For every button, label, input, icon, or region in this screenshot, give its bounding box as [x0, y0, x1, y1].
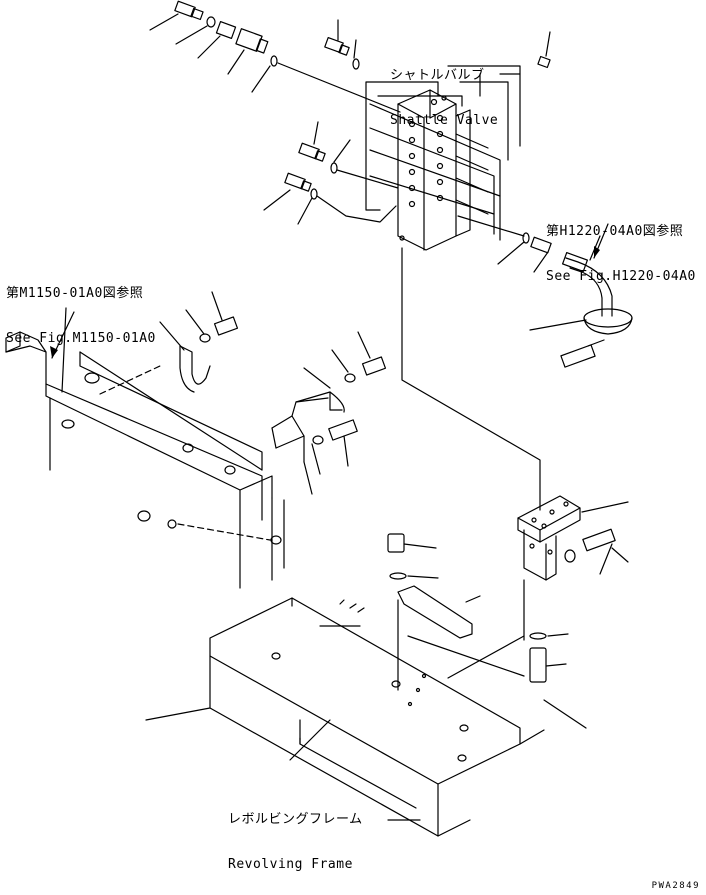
bracket-mid: [271, 331, 387, 495]
shuttle-valve-assembly: [365, 65, 521, 251]
fitting-elbow-1: [149, 0, 204, 31]
label-ref-h1220-en: See Fig.H1220-04A0: [546, 269, 696, 284]
fitting-valve-mid-left: [298, 121, 399, 189]
label-revolving-frame-jp: レボルビングフレーム: [228, 812, 363, 827]
label-ref-h1220: 第H1220-04A0図参照 See Fig.H1220-04A0: [546, 194, 696, 299]
top-fitting-group: [149, 0, 551, 113]
fitting-valve-top-left: [324, 19, 350, 56]
label-revolving-frame-en: Revolving Frame: [228, 857, 353, 872]
revolving-frame: [145, 597, 587, 837]
hose-clamp: [583, 308, 633, 328]
label-ref-h1220-jp: 第H1220-04A0図参照: [546, 224, 684, 239]
clamp-and-bolt: [159, 291, 239, 393]
plug-top-right: [537, 31, 551, 69]
o-ring-3: [352, 58, 360, 70]
label-ref-m1150-jp: 第M1150-01A0図参照: [6, 286, 144, 301]
cover-panel: [5, 307, 285, 589]
hose-cap: [560, 344, 596, 368]
drawing-code: PWA2849: [651, 881, 700, 891]
bracket-lower-right: [517, 495, 629, 641]
leader-line-valve-down: [401, 247, 541, 511]
label-ref-m1150-en: See Fig.M1150-01A0: [6, 331, 156, 346]
o-ring-1: [206, 16, 216, 28]
label-shuttle-valve-jp: シャトルバルブ: [390, 68, 485, 83]
fitting-nut: [227, 28, 269, 75]
fitting-hose-right: [457, 215, 633, 368]
fitting-valve-lower-left: [263, 172, 397, 225]
fitting-union: [197, 21, 237, 59]
lower-bolts: [387, 533, 569, 691]
label-shuttle-valve-en: Shattle Valve: [390, 113, 499, 128]
label-shuttle-valve: シャトルバルブ Shattle Valve: [390, 38, 498, 143]
label-ref-m1150: 第M1150-01A0図参照 See Fig.M1150-01A0: [6, 256, 156, 361]
leader-lines: [50, 223, 609, 761]
o-ring-2: [270, 55, 278, 67]
hose: [565, 257, 613, 317]
label-revolving-frame: レボルビングフレーム Revolving Frame: [228, 782, 363, 887]
